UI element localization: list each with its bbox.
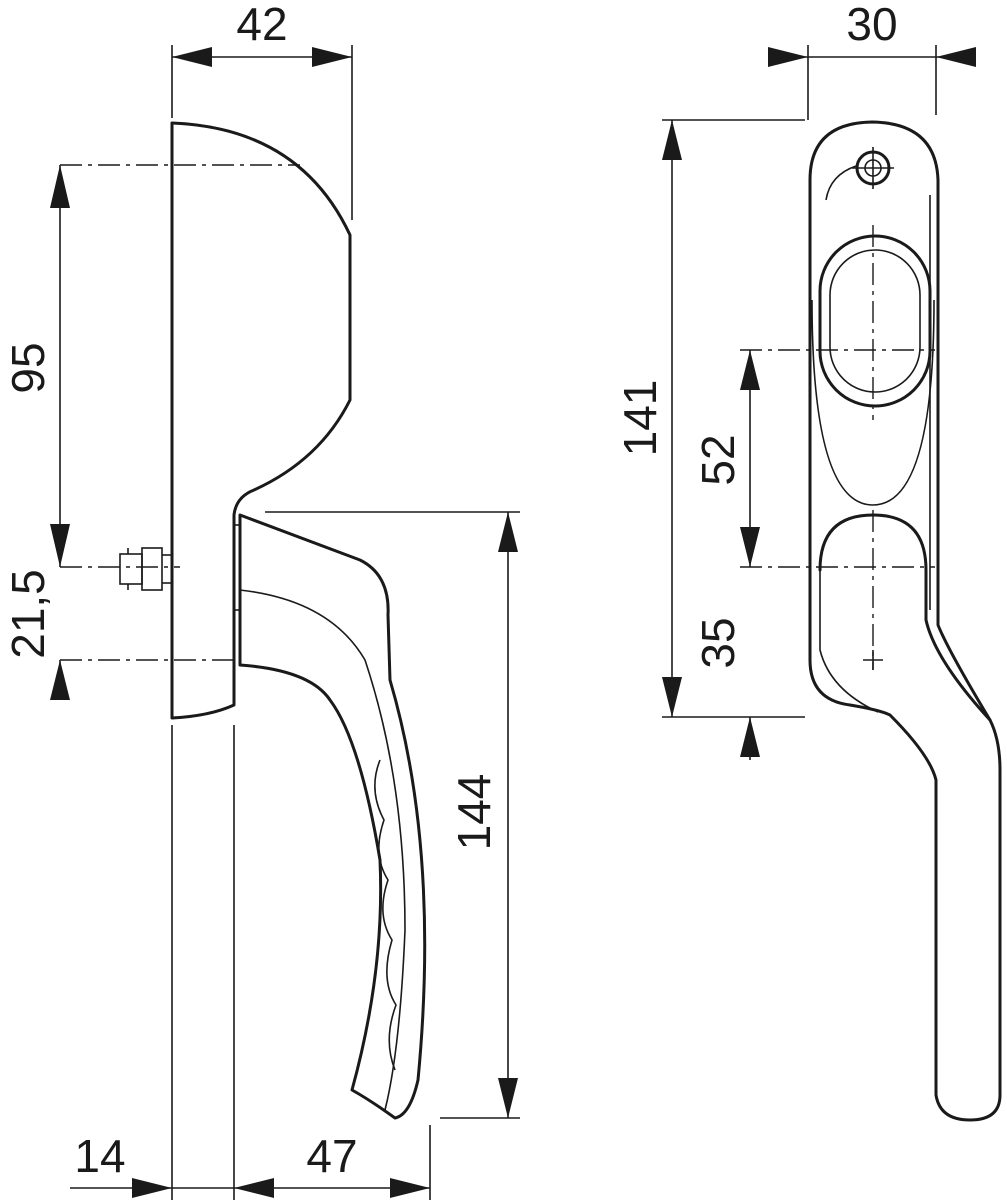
dim-144-label: 144 [448,774,500,851]
spindle-square [119,547,172,591]
grip-ridges [374,759,397,1071]
dim-21-5-label: 21,5 [2,569,54,659]
lever-outline [238,513,427,1120]
dim-47-label: 47 [306,1130,357,1182]
dim-14-label: 14 [74,1130,125,1182]
screw-hole-icon [852,147,894,189]
lower-pad [818,513,992,722]
dim-95-label: 95 [2,342,54,393]
dim-30-label: 30 [846,0,897,50]
dim-35-label: 35 [692,617,744,668]
upper-slot [818,234,932,408]
side-view: 42 95 21,5 144 14 47 [2,0,520,1200]
handle-base-outline [170,121,352,720]
rosette-inner-edge [825,165,857,201]
dim-141-label: 141 [614,380,666,457]
lever-inner-edge [239,589,406,1111]
dim-42-label: 42 [236,0,287,50]
front-view: 30 141 52 35 [614,0,1002,1122]
dim-52-label: 52 [692,434,744,485]
rosette-outline [808,120,1002,1122]
